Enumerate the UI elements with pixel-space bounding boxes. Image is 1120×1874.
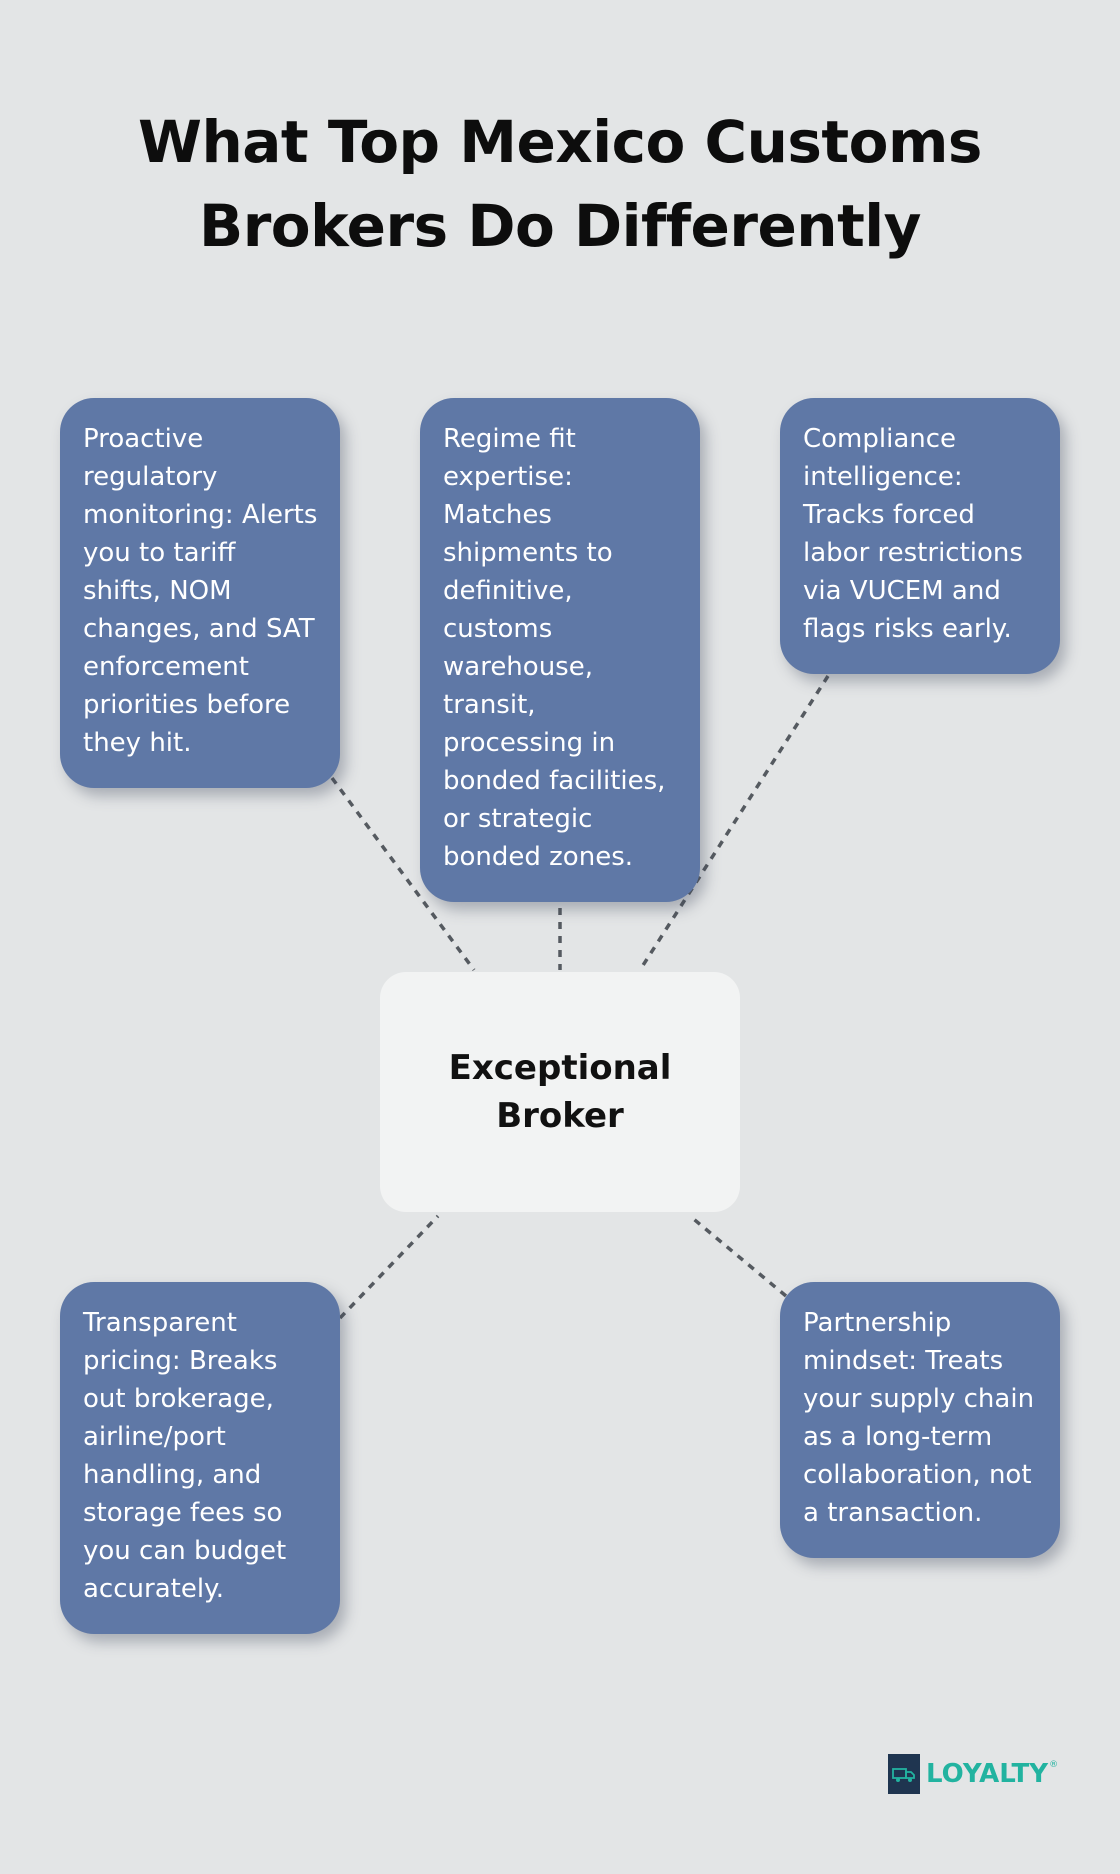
brand-logo: LOYALTY ®	[888, 1752, 1058, 1796]
connector-line-top-left	[330, 776, 476, 972]
logo-wordmark: LOYALTY	[926, 1759, 1049, 1789]
connector-line-top-right	[638, 675, 830, 971]
card-compliance-intelligence: Compliance intelligence: Tracks forced l…	[780, 398, 1060, 674]
center-node: Exceptional Broker	[380, 972, 740, 1212]
card-text: Regime fit expertise: Matches shipments …	[443, 424, 666, 872]
card-text: Compliance intelligence: Tracks forced l…	[803, 424, 1023, 644]
truck-icon	[888, 1754, 920, 1794]
connector-line-bottom-right	[688, 1214, 788, 1298]
card-text: Proactive regulatory monitoring: Alerts …	[83, 424, 318, 758]
registered-mark: ®	[1049, 1760, 1059, 1770]
card-text: Partnership mindset: Treats your supply …	[803, 1308, 1035, 1528]
card-transparent-pricing: Transparent pricing: Breaks out brokerag…	[60, 1282, 340, 1634]
center-node-label: Exceptional Broker	[448, 1048, 672, 1136]
page-title: What Top Mexico Customs Brokers Do Diffe…	[138, 108, 982, 260]
card-partnership-mindset: Partnership mindset: Treats your supply …	[780, 1282, 1060, 1558]
card-regime-fit: Regime fit expertise: Matches shipments …	[420, 398, 700, 902]
card-text: Transparent pricing: Breaks out brokerag…	[83, 1308, 287, 1604]
connector-line-bottom-left	[338, 1214, 440, 1320]
card-proactive-monitoring: Proactive regulatory monitoring: Alerts …	[60, 398, 340, 788]
